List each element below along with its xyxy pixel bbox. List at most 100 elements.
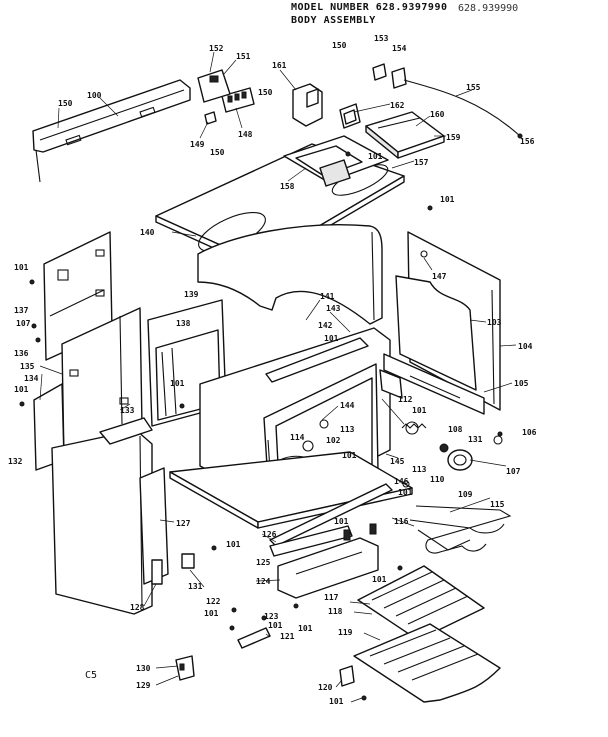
callout-114: 114: [290, 433, 305, 442]
callout-141: 141: [320, 292, 335, 301]
callout-140: 140: [140, 228, 155, 237]
callout-134: 134: [24, 374, 39, 383]
callout-101: 101: [324, 334, 339, 343]
callout-150: 150: [58, 99, 73, 108]
callout-113: 113: [340, 425, 355, 434]
part-155-wire[interactable]: [372, 63, 523, 139]
part-128-hinge[interactable]: [151, 553, 195, 585]
part-112-spring[interactable]: [401, 421, 427, 435]
callout-108: 108: [448, 425, 463, 434]
callout-129: 129: [136, 681, 151, 690]
callout-155: 155: [466, 83, 481, 92]
part-148-switch-block[interactable]: [197, 69, 255, 125]
callout-150: 150: [258, 88, 273, 97]
part-100-back-trim[interactable]: [32, 79, 191, 183]
callout-120: 120: [318, 683, 333, 692]
part-104-right-side-panel[interactable]: [395, 231, 501, 411]
callout-150: 150: [210, 148, 225, 157]
part-161-vent-duct[interactable]: [292, 83, 361, 129]
callout-101: 101: [298, 624, 313, 633]
part-143-outer-wrap[interactable]: [197, 224, 383, 325]
callout-161: 161: [272, 61, 287, 70]
part-105-bracket[interactable]: [379, 353, 485, 415]
callout-101: 101: [372, 575, 387, 584]
callout-143: 143: [326, 304, 341, 313]
callout-101: 101: [334, 517, 349, 526]
part-146-rail[interactable]: [269, 480, 410, 547]
callout-144: 144: [340, 401, 355, 410]
part-109-knob[interactable]: [439, 435, 503, 471]
callout-148: 148: [238, 130, 253, 139]
callout-127: 127: [176, 519, 191, 528]
callout-128: 128: [130, 603, 145, 612]
callout-101: 101: [368, 152, 383, 161]
callout-149: 149: [190, 140, 205, 149]
callout-101: 101: [204, 609, 219, 618]
callout-160: 160: [430, 110, 445, 119]
callout-101: 101: [329, 697, 344, 706]
callout-101: 101: [440, 195, 455, 204]
callout-150: 150: [332, 41, 347, 50]
callout-131: 131: [188, 582, 203, 591]
callout-157: 157: [414, 158, 429, 167]
callout-112: 112: [398, 395, 413, 404]
callout-125: 125: [256, 558, 271, 567]
callout-136: 136: [14, 349, 29, 358]
callout-151: 151: [236, 52, 251, 61]
part-118-oven-rack[interactable]: [357, 565, 485, 641]
part-129-clip[interactable]: [175, 655, 195, 681]
callout-109: 109: [458, 490, 473, 499]
part-127-front-panel[interactable]: [51, 417, 169, 615]
callout-145: 145: [390, 457, 405, 466]
callout-137: 137: [14, 306, 29, 315]
callout-107: 107: [506, 467, 521, 476]
part-124-drawer-bracket[interactable]: [277, 523, 379, 599]
callout-153: 153: [374, 34, 389, 43]
callout-104: 104: [518, 342, 533, 351]
callout-159: 159: [446, 133, 461, 142]
screws: [19, 151, 503, 613]
callout-116: 116: [394, 517, 409, 526]
callout-115: 115: [490, 500, 505, 509]
callout-132: 132: [8, 457, 23, 466]
callout-labels: 152 151 150 100 150 149 150 148 161 150 …: [8, 34, 537, 706]
callout-103: 103: [487, 318, 502, 327]
callout-100: 100: [87, 91, 102, 100]
callout-106: 106: [522, 428, 537, 437]
callout-124: 124: [256, 577, 271, 586]
callout-131: 131: [468, 435, 483, 444]
callout-158: 158: [280, 182, 295, 191]
callout-101: 101: [14, 385, 29, 394]
model-number: MODEL NUMBER 628.9397990: [291, 2, 448, 13]
callout-154: 154: [392, 44, 407, 53]
callout-119: 119: [338, 628, 353, 637]
callout-118: 118: [328, 607, 343, 616]
callout-101: 101: [14, 263, 29, 272]
callout-130: 130: [136, 664, 151, 673]
callout-156: 156: [520, 137, 535, 146]
callout-101: 101: [342, 451, 357, 460]
part-119-broiler-pan[interactable]: [353, 623, 501, 703]
callout-147: 147: [432, 272, 447, 281]
part-121-bar[interactable]: [229, 615, 271, 649]
callout-139: 139: [184, 290, 199, 299]
model-number-handwritten: 628.939990: [458, 3, 519, 14]
callout-101: 101: [268, 621, 283, 630]
part-159-vent-cover[interactable]: [365, 111, 445, 159]
callout-123: 123: [264, 612, 279, 621]
callout-133: 133: [120, 406, 135, 415]
callout-117: 117: [324, 593, 339, 602]
callout-107: 107: [16, 319, 31, 328]
callout-138: 138: [176, 319, 191, 328]
callout-101: 101: [412, 406, 427, 415]
callout-126: 126: [262, 530, 277, 539]
callout-110: 110: [430, 475, 445, 484]
callout-121: 121: [280, 632, 295, 641]
part-126-lower-trim[interactable]: [269, 525, 353, 557]
callout-152: 152: [209, 44, 224, 53]
callout-162: 162: [390, 101, 405, 110]
part-120-clip[interactable]: [339, 665, 367, 701]
part-115-bake-element[interactable]: [409, 505, 512, 554]
